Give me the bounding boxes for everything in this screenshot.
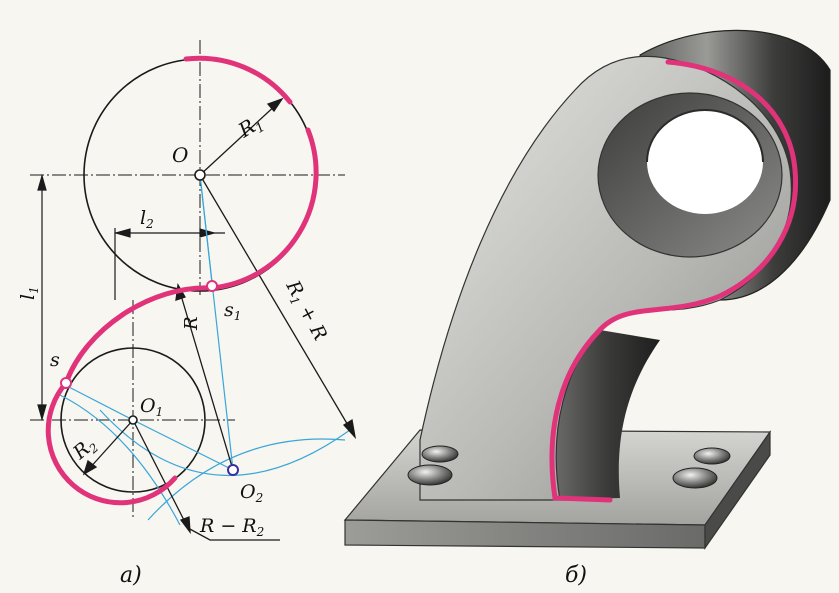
label-r1-plus-r: R1 + R xyxy=(279,276,331,345)
bolt-icon xyxy=(407,464,453,486)
arc-construction-2 xyxy=(147,438,346,521)
figure-a-construction: O R1 l2 l1 s1 R R1 + R s O1 R2 O2 R − R2… xyxy=(17,40,357,588)
point-o1 xyxy=(128,415,138,425)
circle-r2 xyxy=(60,347,206,493)
base-plate-side xyxy=(704,430,771,550)
contour-path-3d xyxy=(549,59,799,503)
line-o1-o2 xyxy=(132,419,234,471)
label-l1: l1 xyxy=(17,286,41,300)
arrow-r1-plus-r xyxy=(199,174,353,433)
bore-hole-rim xyxy=(646,109,764,163)
label-s1: s1 xyxy=(224,299,241,323)
point-s xyxy=(60,377,72,389)
upright-inner-side xyxy=(552,330,660,500)
dimension-l1 xyxy=(37,173,47,422)
label-r: R xyxy=(181,316,202,331)
contour-arc-top xyxy=(183,55,293,105)
arrow-r-minus-r2 xyxy=(132,419,189,529)
points xyxy=(60,169,239,476)
line-o1-s xyxy=(64,384,134,421)
figure-a-labels: O R1 l2 l1 s1 R R1 + R s O1 R2 O2 R − R2… xyxy=(17,114,331,588)
arrow-r1 xyxy=(199,102,279,176)
caption-b: б) xyxy=(565,563,587,588)
construction-lines xyxy=(59,174,351,526)
arrow-r xyxy=(179,291,234,471)
bolt-icon xyxy=(672,467,718,489)
contour-arc-connecting xyxy=(63,285,215,386)
arrow-r2 xyxy=(87,419,134,471)
label-o2: O2 xyxy=(240,481,263,505)
label-r-minus-r2: R − R2 xyxy=(199,515,264,539)
bolt-icon xyxy=(693,447,731,465)
label-l2: l2 xyxy=(140,207,154,231)
arc-construction-1 xyxy=(59,394,181,526)
point-o2 xyxy=(227,464,239,476)
base-plate-front xyxy=(344,519,706,549)
contour-path xyxy=(45,55,319,506)
label-o: O xyxy=(172,143,188,167)
point-s1 xyxy=(206,280,218,292)
contour-arc-bottom xyxy=(45,380,178,506)
bolt-icon xyxy=(421,445,459,463)
point-o xyxy=(194,169,206,181)
label-s: s xyxy=(50,349,60,371)
label-o1: O1 xyxy=(140,395,163,419)
bore-hole-opening xyxy=(647,110,763,214)
figure-b-bracket: б) xyxy=(343,29,831,588)
bolts xyxy=(407,445,731,489)
contour-arc-right xyxy=(209,127,319,291)
line-o-s1 xyxy=(199,174,213,284)
caption-a: а) xyxy=(120,563,142,588)
center-lines xyxy=(30,40,345,520)
arc-construction-3 xyxy=(99,409,351,477)
